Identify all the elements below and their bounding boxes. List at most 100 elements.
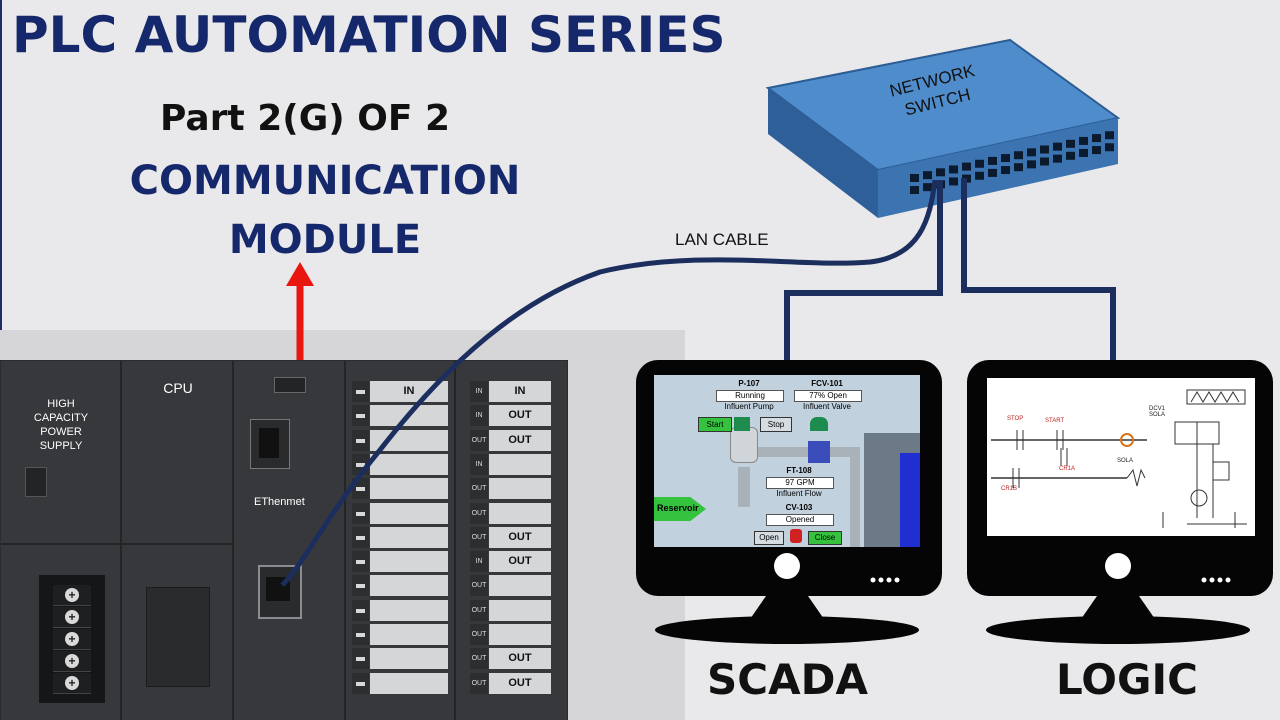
switch-port-icon (1053, 154, 1062, 163)
lan-cable-label: LAN CABLE (675, 230, 769, 249)
stop-button[interactable]: Stop (760, 417, 792, 432)
output-slot-tag: OUT (470, 672, 488, 694)
topic-line-1: COMMUNICATION (129, 158, 521, 204)
output-slot-label: OUT (489, 672, 551, 694)
power-supply-label: HIGH CAPACITY POWER SUPPLY (33, 398, 89, 452)
pump-motor (734, 417, 750, 431)
switch-port-icon (949, 165, 958, 174)
pipe-riser (850, 447, 860, 547)
screw-icon: + (65, 654, 79, 668)
slot-indicator (352, 575, 369, 597)
switch-port-icon (1105, 131, 1114, 140)
part-subtitle: Part 2(G) OF 2 (159, 98, 451, 139)
input-slot-label (370, 672, 448, 694)
power-led (25, 467, 47, 497)
slot-indicator (352, 551, 369, 573)
input-slot (352, 599, 449, 621)
output-slot: OUT (470, 478, 552, 500)
p107-title: P-107 (738, 379, 760, 388)
switch-port-icon (923, 171, 932, 180)
switch-port-icon (962, 162, 971, 171)
switch-port-icon (1014, 151, 1023, 160)
screw-icon: + (65, 676, 79, 690)
pipe-vertical (738, 467, 750, 507)
lan-cable (280, 179, 938, 587)
slot-indicator (352, 381, 369, 402)
switch-port-icon (1027, 148, 1036, 157)
input-slot-label (370, 599, 448, 621)
tank (864, 433, 920, 547)
input-slot (352, 575, 449, 597)
input-slot (352, 672, 449, 694)
logic-power-button-icon (1105, 553, 1131, 579)
output-slot-tag: IN (470, 453, 488, 475)
serial-port[interactable] (250, 419, 290, 469)
switch-port-icon (910, 174, 919, 182)
terminal-3: + (53, 629, 91, 650)
left-border-line (0, 0, 2, 330)
close-button[interactable]: Close (808, 531, 842, 545)
communication-module: EThenmet (234, 361, 346, 720)
output-slot: OUT (470, 599, 552, 621)
switch-port-icon (923, 183, 932, 192)
switch-port-icon (1001, 166, 1010, 175)
output-slot-label (489, 575, 551, 597)
scada-label: SCADA (707, 655, 868, 704)
output-slot-label (489, 453, 551, 475)
status-led (274, 377, 306, 393)
scada-cable (784, 180, 943, 362)
switch-port-icon (1040, 157, 1049, 166)
input-slot (352, 551, 449, 573)
logic-screen: STOP START CR1A CR1B DCV1 SOLA SOLA (987, 378, 1255, 536)
open-button[interactable]: Open (754, 531, 784, 545)
input-module: IN (346, 361, 456, 720)
ladder-logic-diagram (991, 389, 1247, 528)
tank-level (900, 453, 920, 547)
output-slot-label: OUT (489, 526, 551, 548)
logic-label-cr1b: CR1B (1001, 486, 1018, 492)
cv103-title: CV-103 (785, 503, 813, 512)
screw-icon: + (65, 588, 79, 602)
switch-port-icon (988, 156, 997, 165)
switch-port-icon (1066, 151, 1075, 160)
switch-port-icon (1079, 136, 1088, 145)
switch-ports (910, 131, 1114, 194)
input-slot (352, 526, 449, 548)
slot-indicator (352, 405, 369, 427)
ft108-desc: Influent Flow (776, 489, 822, 498)
input-slot-label (370, 502, 448, 524)
output-slot-tag: OUT (470, 624, 488, 645)
output-slot-label: OUT (489, 551, 551, 573)
slot-indicator (352, 672, 369, 694)
start-button[interactable]: Start (698, 417, 732, 432)
power-supply-module: HIGH CAPACITY POWER SUPPLY (1, 361, 122, 545)
output-slot-tag: IN (470, 405, 488, 427)
switch-port-icon (1053, 142, 1062, 151)
input-slot-label (370, 624, 448, 645)
logic-label-start: START (1045, 418, 1065, 424)
slot-indicator (352, 648, 369, 670)
logic-label-cr1a: CR1A (1059, 466, 1076, 472)
alarm-indicator (790, 529, 802, 543)
valve-actuator (810, 417, 828, 431)
ft108-value: 97 GPM (766, 477, 834, 489)
switch-port-icon (1066, 139, 1075, 148)
fcv101-status: 77% Open (794, 390, 862, 402)
input-slot (352, 624, 449, 645)
switch-port-icon (1092, 134, 1101, 143)
slot-indicator (352, 599, 369, 621)
output-slot-tag: OUT (470, 502, 488, 524)
input-slot (352, 648, 449, 670)
output-slot-tag: OUT (470, 648, 488, 670)
terminal-2: + (53, 607, 91, 628)
power-terminal-block: + + + + + (1, 545, 122, 720)
switch-port-icon (1105, 143, 1114, 152)
output-slot-tag: IN (470, 551, 488, 573)
topic-title: COMMUNICATION MODULE (100, 152, 550, 270)
input-slot-label (370, 575, 448, 597)
output-slot-label: IN (489, 381, 551, 402)
